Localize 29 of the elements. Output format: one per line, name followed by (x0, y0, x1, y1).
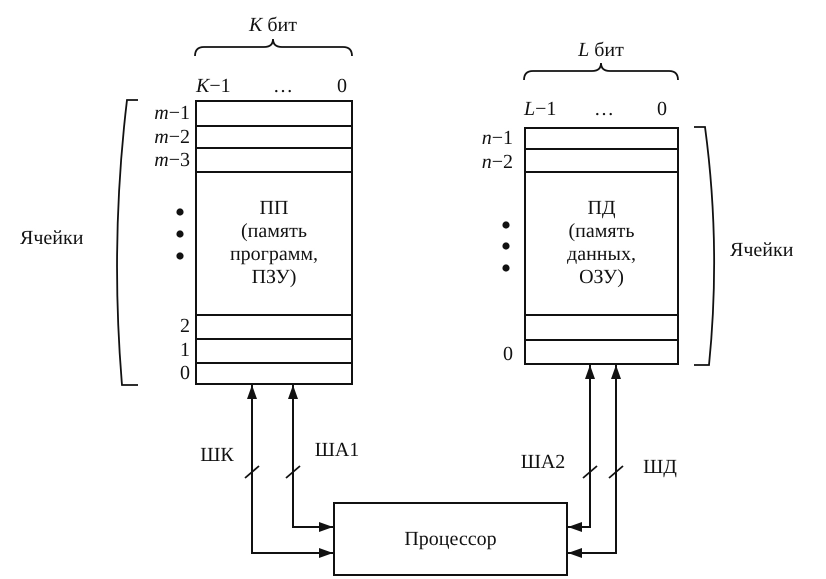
processor-box (333, 502, 568, 576)
cell-address: 0 (503, 343, 513, 365)
bus-arrow (568, 365, 595, 532)
bit-index: 0 (337, 75, 347, 97)
bit-width-label: K бит (249, 14, 297, 36)
cell-address: m−1 (154, 102, 190, 124)
cells-label: Ячейки (730, 239, 794, 261)
cell-address: m−2 (154, 126, 190, 148)
cell-address: n−2 (482, 151, 513, 173)
bit-index: … (594, 98, 614, 120)
memory-block (195, 100, 353, 385)
bus-arrow (568, 365, 621, 558)
processor-label: Процессор (404, 528, 497, 550)
cell-address: n−1 (482, 127, 513, 149)
cell-address: 1 (180, 339, 190, 361)
bus-arrow (247, 385, 333, 558)
memory-label: ПД (память данных, ОЗУ) (567, 197, 636, 289)
bit-index: 0 (657, 98, 667, 120)
bit-index: … (273, 75, 293, 97)
bit-index: K−1 (196, 75, 231, 97)
memory-label: ПП (память программ, ПЗУ) (230, 197, 318, 289)
cell-address: 0 (180, 362, 190, 384)
bit-width-label: L бит (578, 39, 624, 61)
cell-address: m−3 (154, 149, 190, 171)
bit-index: L−1 (524, 98, 556, 120)
memory-block (524, 127, 679, 365)
cell-address: 2 (180, 315, 190, 337)
cells-label: Ячейки (20, 227, 84, 249)
bus-arrow (288, 385, 333, 532)
